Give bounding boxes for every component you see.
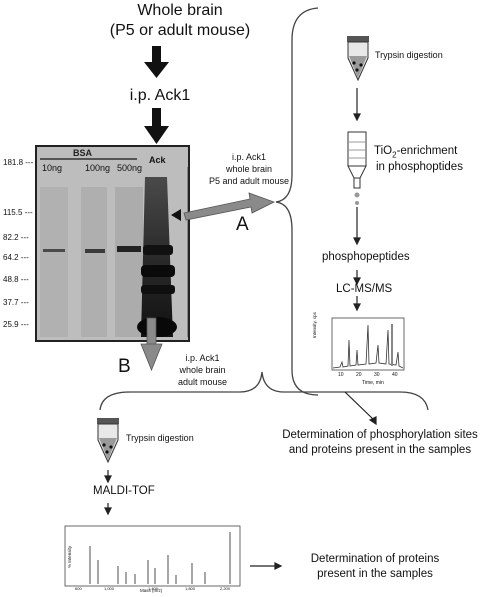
route-b-result-line1: Determination of proteins — [310, 553, 440, 565]
mw-marker-82-text: 82.2 — [3, 233, 19, 242]
maldi-tick-600: 600 — [75, 586, 82, 591]
lcms-ylabel: Intensity, cps — [312, 312, 317, 338]
route-a-note-line2: whole brain — [225, 164, 273, 174]
tio2-text: TiO — [374, 145, 393, 157]
maldi-tick-1800: 1,800 — [185, 586, 196, 591]
ip-ack1-label: i.p. Ack1 — [129, 87, 191, 104]
mw-marker-25: 25.9 --- — [3, 320, 29, 329]
maldi-xlabel: Mass (m/z) — [140, 588, 163, 593]
lane-label-10ng: 10ng — [42, 163, 63, 173]
lcms-tick-40: 40 — [392, 372, 398, 378]
route-b-note-line2: whole brain — [179, 365, 226, 375]
whole-brain-subtitle: (P5 or adult mouse) — [109, 22, 251, 39]
lcms-label: LC-MS/MS — [336, 283, 393, 295]
bsa-label: BSA — [73, 148, 93, 158]
maldi-tick-1400: 1,400 — [148, 586, 159, 591]
whole-brain-title: Whole brain — [137, 2, 223, 19]
route-a-note-line3: P5 and adult mouse — [208, 176, 290, 186]
maldi-tick-1000: 1,000 — [104, 586, 115, 591]
route-b-note-line3: adult mouse — [177, 377, 228, 387]
arrow-whole-brain-to-ip — [144, 46, 169, 78]
lcms-xlabel: Time, min — [362, 380, 384, 386]
mw-marker-181-text: 181.8 — [3, 158, 24, 167]
mw-marker-115: 115.5 --- — [3, 208, 33, 217]
enrichment-text: -enrichment — [396, 145, 458, 157]
mw-marker-37: 37.7 --- — [3, 298, 29, 307]
route-a-result-line1: Determination of phosphorylation sites — [282, 429, 478, 441]
maldi-tick-2200: 2,200 — [220, 586, 231, 591]
arrow-to-route-a — [183, 192, 276, 221]
tio2-enrichment-label: TiO2-enrichment — [374, 145, 457, 159]
lane-label-500ng: 500ng — [117, 163, 143, 173]
route-b-letter: B — [118, 356, 131, 377]
lane-label-100ng: 100ng — [85, 163, 111, 173]
tube-icon-a — [347, 36, 369, 82]
mw-marker-37-text: 37.7 — [3, 298, 19, 307]
mw-marker-48: 48.8 --- — [3, 275, 29, 284]
mw-marker-181: 181.8 --- — [3, 158, 34, 167]
mw-marker-64-text: 64.2 — [3, 253, 19, 262]
tio2-column-icon — [347, 131, 367, 205]
lcms-tick-20: 20 — [356, 372, 362, 378]
route-a-letter: A — [236, 214, 249, 235]
lcms-tick-10: 10 — [338, 372, 344, 378]
gel-bands — [37, 147, 188, 340]
western-blot-gel: BSA 10ng 100ng 500ng Ack — [35, 145, 190, 342]
route-b-trypsin-label: Trypsin digestion — [126, 433, 194, 443]
lane-label-ack: Ack — [149, 155, 166, 165]
arrow-ip-to-gel — [144, 108, 169, 144]
maldi-spectrum — [64, 525, 241, 587]
route-b-result-line2: present in the samples — [317, 568, 433, 580]
phosphoptides-label: in phosphoptides — [376, 161, 463, 173]
route-a-note-line1: i.p. Ack1 — [231, 152, 267, 162]
phosphopeptides-label: phosphopeptides — [322, 251, 410, 263]
route-a-result-line2: and proteins present in the samples — [288, 444, 472, 456]
mw-marker-82: 82.2 --- — [3, 233, 29, 242]
mw-marker-25-text: 25.9 — [3, 320, 19, 329]
route-a-trypsin-label: Trypsin digestion — [375, 50, 443, 60]
route-b-note-line1: i.p. Ack1 — [185, 353, 220, 363]
mw-marker-64: 64.2 --- — [3, 253, 29, 262]
lcms-tick-30: 30 — [374, 372, 380, 378]
mw-marker-115-text: 115.5 — [3, 208, 23, 217]
tio2-subscript: 2 — [392, 150, 397, 160]
tube-icon-b — [97, 418, 119, 464]
maldi-tof-label: MALDI-TOF — [93, 485, 155, 497]
maldi-ylabel: % Intensity — [67, 545, 72, 568]
mw-marker-48-text: 48.8 — [3, 275, 19, 284]
lcms-chromatogram — [331, 317, 405, 371]
